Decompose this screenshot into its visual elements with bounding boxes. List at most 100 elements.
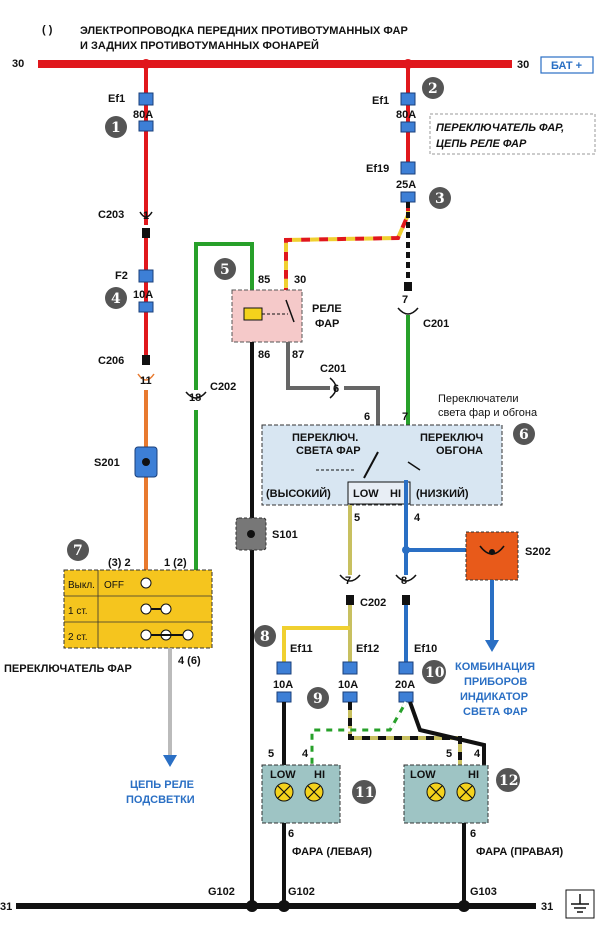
switch-group-title1: Переключатели [438, 393, 518, 405]
conn-c206-label: C206 [98, 355, 124, 367]
fuse-ef1-right-b [400, 121, 416, 133]
hs-pins-bottom: 4 (6) [178, 655, 201, 667]
wire-yellow-ef11 [282, 626, 350, 662]
fuse-ef11-rating: 10A [273, 679, 293, 691]
lamp-right-hi-x [459, 785, 473, 799]
svg-text:7: 7 [73, 543, 83, 559]
hs-row0: Выкл. [68, 580, 95, 591]
gnd-node-1 [246, 900, 258, 912]
conn-c201b-pin: 6 [333, 383, 339, 395]
fuse-ef12-id: Ef12 [356, 643, 379, 655]
note-box [429, 113, 596, 155]
hs-pins-top-l: (3) 2 [108, 557, 131, 569]
gnd-g102a: G102 [208, 886, 235, 898]
lamp-left-name: ФАРА (ЛЕВАЯ) [292, 846, 372, 858]
sw-right1: ПЕРЕКЛЮЧ [420, 432, 483, 444]
bus-top-left-label: 30 [12, 58, 24, 70]
fuse-ef10 [398, 661, 414, 675]
fuse-ef10-b [398, 691, 414, 703]
lamp-left-hi-x [307, 785, 321, 799]
lamp-right-name: ФАРА (ПРАВАЯ) [476, 846, 564, 858]
arrow-cluster [485, 640, 499, 652]
bat-label: БАТ + [551, 60, 582, 72]
conn-c202a-label: C202 [210, 381, 236, 393]
bus-top-right-label: 30 [517, 59, 529, 71]
gnd-g103: G103 [470, 886, 497, 898]
title-marker: ( ) [42, 24, 53, 36]
hs-node-d [140, 629, 152, 641]
hs-row1: 1 ст. [68, 606, 88, 617]
svg-text:11: 11 [355, 785, 374, 801]
relay-p86: 86 [258, 349, 270, 361]
fuse-f2 [138, 269, 154, 283]
lamp-left-hi: HI [314, 769, 325, 781]
bat-box [540, 56, 594, 74]
lamp-right-p4: 4 [474, 748, 481, 760]
fuse-ef1-right-id: Ef1 [372, 95, 389, 107]
arrow-relay [163, 755, 177, 767]
sw-low: LOW [353, 488, 379, 500]
svg-text:2: 2 [428, 81, 438, 97]
hs-node-a [140, 577, 152, 589]
hs-row2: 2 ст. [68, 632, 88, 643]
conn-c203-cup [139, 211, 153, 218]
conn-c206-plug [142, 355, 150, 365]
fuse-f2-id: F2 [115, 270, 128, 282]
lamp-left-p6: 6 [288, 828, 294, 840]
splice-s101-dot [247, 530, 255, 538]
sw-high: (ВЫСОКИЙ) [266, 487, 331, 500]
sw-pin5: 5 [354, 512, 360, 524]
relay-label1: РЕЛЕ [312, 303, 342, 315]
fuse-ef19-id: Ef19 [366, 163, 389, 175]
svg-text:6: 6 [519, 427, 529, 443]
cluster-note4: СВЕТА ФАР [463, 706, 528, 718]
sw-pin6: 6 [364, 411, 370, 423]
fuse-ef11-b [276, 691, 292, 703]
lamp-right-hi: HI [468, 769, 479, 781]
cluster-note3: ИНДИКАТОР [460, 691, 528, 703]
conn-c206-pin: 11 [140, 375, 152, 387]
relay-note1: ЦЕПЬ РЕЛЕ [130, 779, 194, 791]
wire-ef10-right [408, 701, 486, 765]
conn-c202b-pin-l: 7 [345, 575, 351, 587]
fuse-ef1-left-b [138, 120, 154, 132]
hs-off: OFF [104, 580, 124, 591]
hs-name: ПЕРЕКЛЮЧАТЕЛЬ ФАР [4, 663, 132, 675]
conn-c202b-plug-l [346, 595, 354, 605]
svg-text:8: 8 [260, 629, 270, 645]
sw-hi: HI [390, 488, 401, 500]
callout-11: 11 [352, 780, 376, 804]
splice-s101-label: S101 [272, 529, 298, 541]
conn-c202b-label: C202 [360, 597, 386, 609]
fuse-ef10-rating: 20A [395, 679, 415, 691]
sw-left2: СВЕТА ФАР [296, 445, 361, 457]
conn-c203-plug [142, 228, 150, 238]
gnd-g102b: G102 [288, 886, 315, 898]
hs-node-b [140, 603, 152, 615]
splice-s202-dot [489, 549, 495, 555]
sw-overtake-lever [407, 461, 421, 471]
wire-ef10-left [310, 701, 408, 765]
fuse-ef19-b [400, 191, 416, 203]
fuse-ef11 [276, 661, 292, 675]
callout-8: 8 [254, 625, 276, 647]
sw-lowru: (НИЗКИЙ) [416, 487, 469, 500]
conn-c201a-cup [397, 307, 419, 315]
conn-c203-pin: 1 [143, 210, 149, 222]
sw-lowhi-box [347, 481, 411, 505]
svg-text:1: 1 [111, 120, 121, 136]
sw-lever [363, 451, 379, 479]
conn-c201a-label: C201 [423, 318, 449, 330]
conn-c202a-pin: 18 [189, 392, 201, 404]
cluster-note2: ПРИБОРОВ [464, 676, 527, 688]
callout-3: 3 [429, 187, 451, 209]
fuse-ef12-b [342, 691, 358, 703]
conn-c202b-cup-r [395, 574, 417, 582]
hs-node-c [160, 603, 172, 615]
svg-text:5: 5 [220, 262, 230, 278]
fuse-ef19-rating: 25A [396, 179, 416, 191]
svg-text:9: 9 [313, 691, 323, 707]
conn-c201b-cup [329, 377, 337, 399]
sw-right2: ОБГОНА [436, 445, 483, 457]
